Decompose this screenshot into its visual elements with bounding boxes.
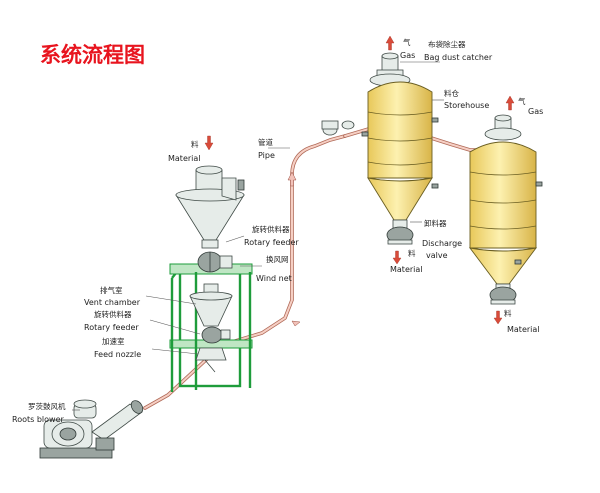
storehouse-silo xyxy=(361,35,439,265)
pipe-flow-arrow-icon xyxy=(287,171,297,187)
leader-lines xyxy=(72,61,444,411)
label-gas-en: Gas xyxy=(400,51,415,60)
label-gas2-en: Gas xyxy=(528,107,543,116)
label-rotary-feeder2-en: Rotary feeder xyxy=(84,323,139,332)
label-roots-blower-en: Roots blower xyxy=(12,415,64,424)
label-wind-net-cn: 换风网 xyxy=(266,254,289,264)
diagram-title: 系统流程图 xyxy=(40,43,145,67)
material-outlet-arrow-icon xyxy=(493,310,503,325)
label-wind-net-en: Wind net xyxy=(256,274,292,283)
gas-outlet-arrow-icon xyxy=(505,95,515,111)
label-vent-chamber-cn: 排气室 xyxy=(100,285,123,295)
label-material-mid-en: Material xyxy=(390,265,423,274)
label-material-right-en: Material xyxy=(507,325,540,334)
label-material-in-cn: 料 xyxy=(191,139,199,149)
roots-blower xyxy=(39,399,144,459)
rotary-feeder-lower xyxy=(201,326,223,344)
label-bag-dust-catcher-en: Bag dust catcher xyxy=(424,53,493,62)
label-rotary-feeder-cn: 旋转供料器 xyxy=(252,224,290,234)
material-inlet-arrow-icon xyxy=(204,135,214,151)
material-outlet-arrow-icon xyxy=(392,250,402,265)
label-discharge-valve-cn: 卸料器 xyxy=(424,218,447,228)
label-rotary-feeder2-cn: 旋转供料器 xyxy=(94,309,132,319)
label-pipe-en: Pipe xyxy=(258,151,275,160)
label-roots-blower-cn: 罗茨鼓风机 xyxy=(28,401,66,411)
label-rotary-feeder-en: Rotary feeder xyxy=(244,238,299,247)
label-discharge-valve-en-2: valve xyxy=(426,251,448,260)
label-storehouse-cn: 料仓 xyxy=(444,88,459,98)
label-feed-nozzle-en: Feed nozzle xyxy=(94,350,141,359)
label-bag-dust-catcher-cn: 布袋除尘器 xyxy=(428,39,466,49)
label-vent-chamber-en: Vent chamber xyxy=(84,298,141,307)
label-gas-cn: 气 xyxy=(403,37,411,47)
label-feed-nozzle-cn: 加速室 xyxy=(102,336,125,346)
feeder-station xyxy=(169,135,253,392)
label-pipe-cn: 管道 xyxy=(258,137,273,147)
label-storehouse-en: Storehouse xyxy=(444,101,489,110)
label-material-in-en: Material xyxy=(168,154,201,163)
label-material-right-cn: 料 xyxy=(504,308,512,318)
gas-outlet-arrow-icon xyxy=(385,35,395,51)
label-gas2-cn: 气 xyxy=(518,96,526,106)
pipe-flow-arrow-icon xyxy=(291,320,301,327)
pipe-diverter-valve xyxy=(321,120,355,136)
label-material-mid-cn: 料 xyxy=(408,248,416,258)
label-discharge-valve-en-1: Discharge xyxy=(422,239,462,248)
right-silo xyxy=(468,95,543,325)
